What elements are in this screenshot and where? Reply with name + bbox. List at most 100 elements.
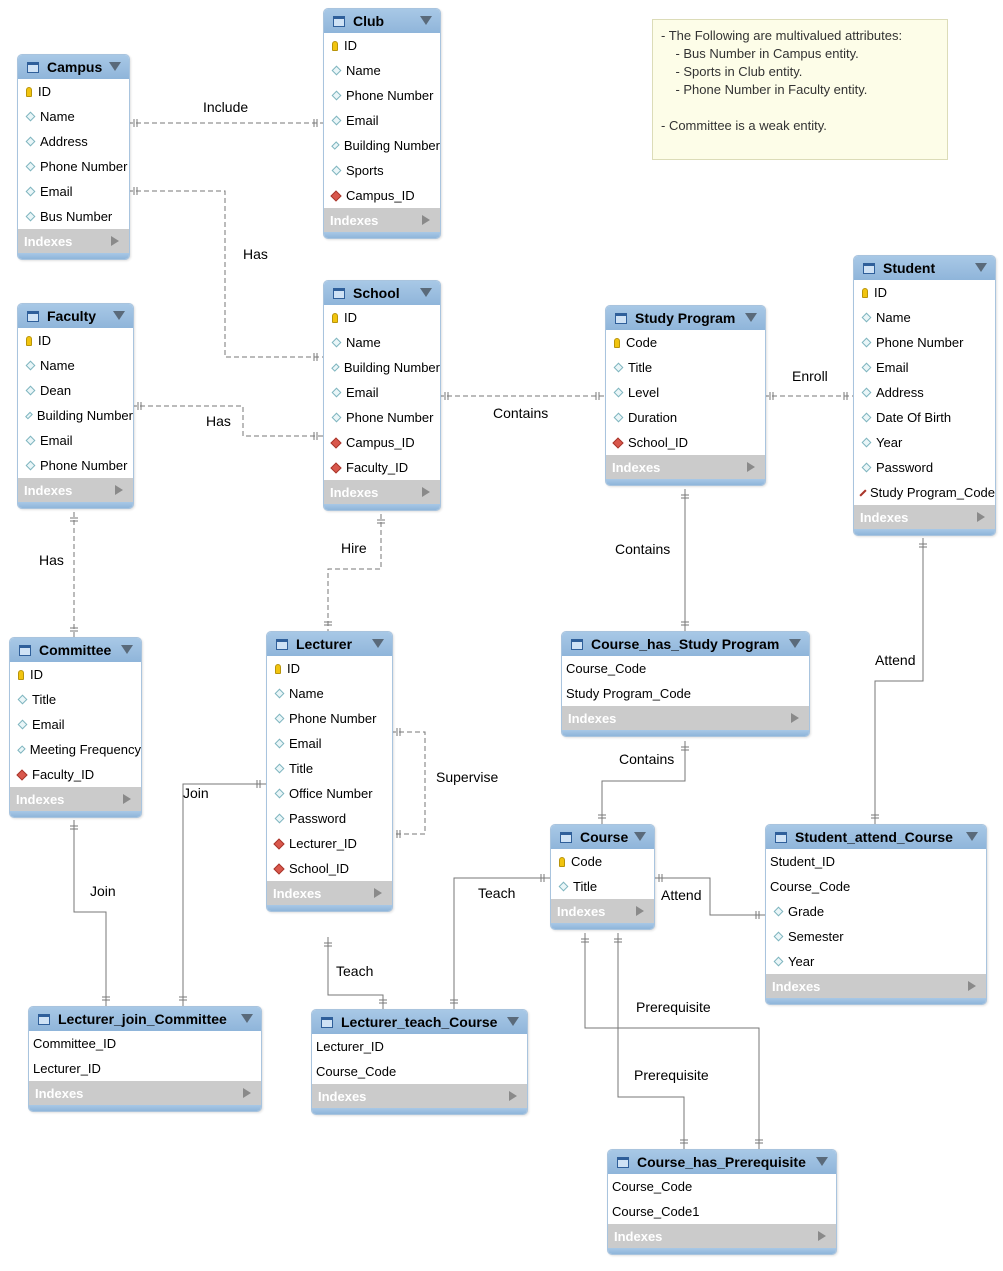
- column-row[interactable]: Code: [551, 849, 654, 874]
- expand-arrow-icon[interactable]: [422, 215, 430, 225]
- column-row[interactable]: Title: [606, 355, 765, 380]
- column-row[interactable]: Study Program_Code: [854, 480, 995, 505]
- indexes-section[interactable]: Indexes: [562, 706, 809, 730]
- column-row[interactable]: Title: [551, 874, 654, 899]
- column-row[interactable]: Building Number: [18, 403, 133, 428]
- column-row[interactable]: Code: [606, 330, 765, 355]
- relationship-line[interactable]: [617, 933, 685, 1149]
- column-row[interactable]: Course_Code: [312, 1059, 527, 1084]
- column-row[interactable]: Duration: [606, 405, 765, 430]
- column-row[interactable]: Course_Code: [562, 656, 809, 681]
- column-row[interactable]: Phone Number: [18, 154, 129, 179]
- collapse-arrow-icon[interactable]: [745, 313, 757, 322]
- table-header[interactable]: Campus: [18, 55, 129, 79]
- collapse-arrow-icon[interactable]: [113, 311, 125, 320]
- column-row[interactable]: Name: [324, 330, 440, 355]
- relationship-line[interactable]: [391, 731, 426, 835]
- table-header[interactable]: School: [324, 281, 440, 305]
- column-row[interactable]: Level: [606, 380, 765, 405]
- table-header[interactable]: Lecturer_teach_Course: [312, 1010, 527, 1034]
- table-header[interactable]: Course: [551, 825, 654, 849]
- column-row[interactable]: School_ID: [606, 430, 765, 455]
- column-row[interactable]: Address: [18, 129, 129, 154]
- collapse-arrow-icon[interactable]: [966, 832, 978, 841]
- column-row[interactable]: Name: [854, 305, 995, 330]
- indexes-section[interactable]: Indexes: [606, 455, 765, 479]
- indexes-section[interactable]: Indexes: [766, 974, 986, 998]
- column-row[interactable]: Course_Code: [766, 874, 986, 899]
- indexes-section[interactable]: Indexes: [324, 480, 440, 504]
- column-row[interactable]: Sports: [324, 158, 440, 183]
- relationship-line[interactable]: [182, 783, 266, 1006]
- table-header[interactable]: Course_has_Prerequisite: [608, 1150, 836, 1174]
- collapse-arrow-icon[interactable]: [420, 288, 432, 297]
- expand-arrow-icon[interactable]: [977, 512, 985, 522]
- column-row[interactable]: Bus Number: [18, 204, 129, 229]
- column-row[interactable]: Email: [854, 355, 995, 380]
- column-row[interactable]: Name: [267, 681, 392, 706]
- column-row[interactable]: Semester: [766, 924, 986, 949]
- column-row[interactable]: Email: [324, 108, 440, 133]
- relationship-line[interactable]: [128, 190, 323, 358]
- column-row[interactable]: Dean: [18, 378, 133, 403]
- relationship-line[interactable]: [653, 877, 765, 916]
- column-row[interactable]: Campus_ID: [324, 430, 440, 455]
- column-row[interactable]: Year: [854, 430, 995, 455]
- expand-arrow-icon[interactable]: [422, 487, 430, 497]
- collapse-arrow-icon[interactable]: [121, 645, 133, 654]
- collapse-arrow-icon[interactable]: [372, 639, 384, 648]
- indexes-section[interactable]: Indexes: [324, 208, 440, 232]
- column-row[interactable]: ID: [324, 33, 440, 58]
- indexes-section[interactable]: Indexes: [29, 1081, 261, 1105]
- table-header[interactable]: Lecturer: [267, 632, 392, 656]
- expand-arrow-icon[interactable]: [636, 906, 644, 916]
- expand-arrow-icon[interactable]: [791, 713, 799, 723]
- expand-arrow-icon[interactable]: [374, 888, 382, 898]
- column-row[interactable]: Phone Number: [267, 706, 392, 731]
- column-row[interactable]: Title: [10, 687, 141, 712]
- indexes-section[interactable]: Indexes: [312, 1084, 527, 1108]
- column-row[interactable]: Email: [267, 731, 392, 756]
- column-row[interactable]: Name: [18, 353, 133, 378]
- table-header[interactable]: Club: [324, 9, 440, 33]
- table-header[interactable]: Committee: [10, 638, 141, 662]
- column-row[interactable]: Lecturer_ID: [312, 1034, 527, 1059]
- column-row[interactable]: Email: [324, 380, 440, 405]
- indexes-section[interactable]: Indexes: [267, 881, 392, 905]
- column-row[interactable]: ID: [854, 280, 995, 305]
- column-row[interactable]: ID: [267, 656, 392, 681]
- column-row[interactable]: Email: [10, 712, 141, 737]
- table-header[interactable]: Faculty: [18, 304, 133, 328]
- column-row[interactable]: ID: [18, 79, 129, 104]
- column-row[interactable]: Faculty_ID: [10, 762, 141, 787]
- column-row[interactable]: Building Number: [324, 355, 440, 380]
- column-row[interactable]: Faculty_ID: [324, 455, 440, 480]
- indexes-section[interactable]: Indexes: [551, 899, 654, 923]
- collapse-arrow-icon[interactable]: [816, 1157, 828, 1166]
- column-row[interactable]: ID: [18, 328, 133, 353]
- column-row[interactable]: ID: [10, 662, 141, 687]
- indexes-section[interactable]: Indexes: [18, 478, 133, 502]
- expand-arrow-icon[interactable]: [818, 1231, 826, 1241]
- column-row[interactable]: Lecturer_ID: [267, 831, 392, 856]
- indexes-section[interactable]: Indexes: [18, 229, 129, 253]
- table-header[interactable]: Study Program: [606, 306, 765, 330]
- table-header[interactable]: Course_has_Study Program: [562, 632, 809, 656]
- column-row[interactable]: Phone Number: [324, 405, 440, 430]
- expand-arrow-icon[interactable]: [115, 485, 123, 495]
- expand-arrow-icon[interactable]: [747, 462, 755, 472]
- relationship-line[interactable]: [132, 405, 323, 437]
- relationship-line[interactable]: [584, 933, 760, 1149]
- indexes-section[interactable]: Indexes: [854, 505, 995, 529]
- indexes-section[interactable]: Indexes: [608, 1224, 836, 1248]
- column-row[interactable]: Lecturer_ID: [29, 1056, 261, 1081]
- collapse-arrow-icon[interactable]: [109, 62, 121, 71]
